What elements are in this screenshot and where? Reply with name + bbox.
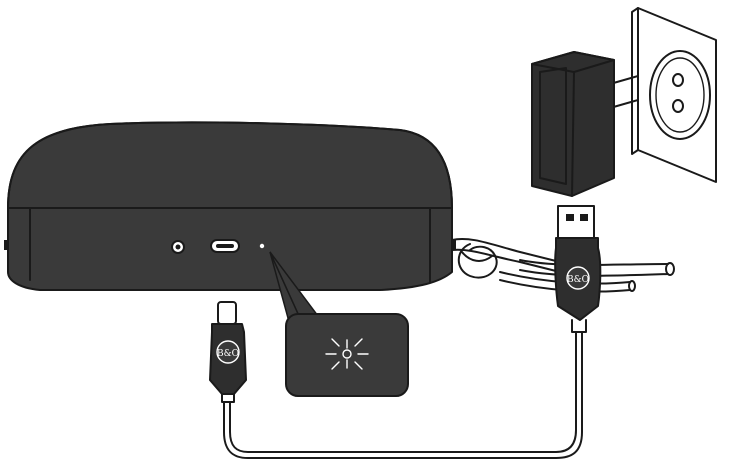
usb-cable	[223, 331, 583, 459]
speaker-device	[4, 121, 456, 291]
status-light-icon	[259, 243, 265, 249]
bo-logo	[566, 266, 590, 290]
usb-c-plug: B&O	[209, 301, 247, 403]
svg-text:B&O: B&O	[217, 349, 239, 359]
power-adapter	[531, 51, 639, 197]
wall-socket	[631, 7, 717, 183]
status-light-callout	[269, 251, 409, 397]
usb-a-plug: B&O	[554, 205, 602, 333]
bo-logo	[216, 340, 240, 364]
status-light-blink-icon	[325, 338, 369, 370]
svg-text:B&O: B&O	[567, 275, 589, 285]
